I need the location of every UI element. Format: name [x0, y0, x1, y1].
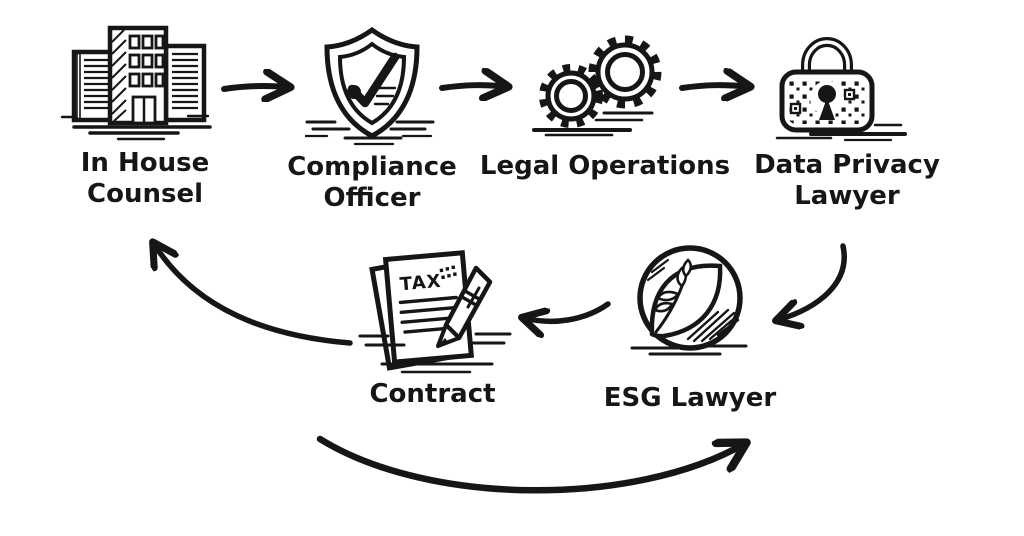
node-label-contract: Contract [369, 379, 496, 409]
office-building-icon [60, 25, 212, 141]
node-label-data-privacy-lawyer: Data Privacy Lawyer [754, 150, 940, 211]
arrow-legalops-to-dataprivacy [679, 85, 748, 88]
node-label-esg-lawyer: ESG Lawyer [603, 383, 777, 413]
tax-label: TAX [399, 271, 442, 296]
arrow-contract-to-esg-bottom-loop [316, 435, 744, 494]
node-label-legal-operations: Legal Operations [479, 151, 731, 181]
arrow-contract-to-inhouse [154, 244, 353, 346]
tax-document-pen-icon: TAX [358, 250, 512, 374]
arrow-inhouse-to-compliance [221, 86, 288, 89]
node-label-compliance-officer: Compliance Officer [287, 152, 457, 213]
shield-check-icon [305, 26, 435, 146]
arrow-dataprivacy-to-esg [778, 243, 847, 320]
arrow-esg-to-contract [524, 301, 611, 321]
globe-leaf-icon [630, 245, 748, 356]
gears-icon [532, 35, 662, 137]
arrow-compliance-to-legalops [439, 85, 506, 88]
padlock-icon [775, 37, 907, 142]
node-label-in-house-counsel: In House Counsel [80, 148, 210, 209]
